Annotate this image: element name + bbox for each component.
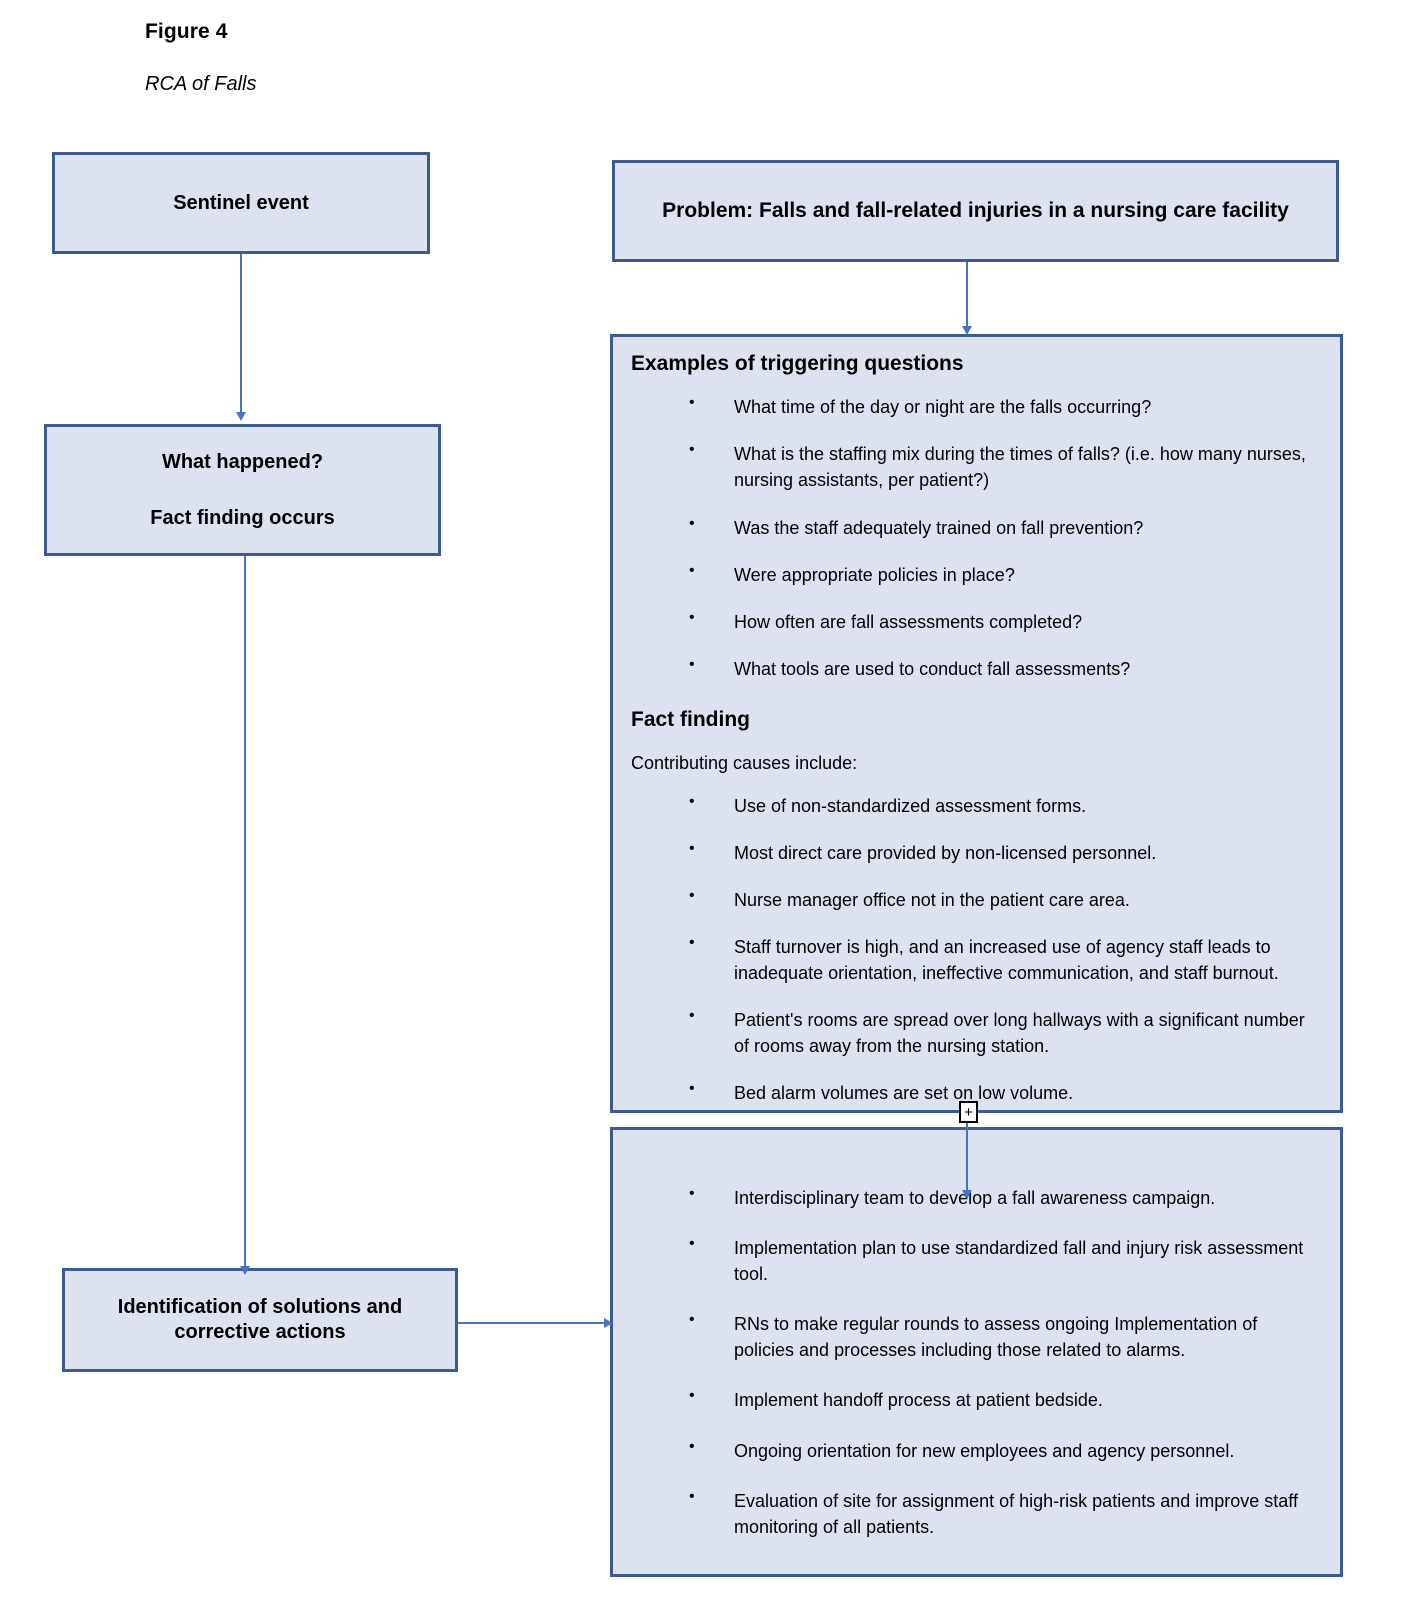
node-identification-line1: Identification of solutions and xyxy=(117,1296,403,1318)
list-item: Staff turnover is high, and an increased… xyxy=(631,931,1314,986)
plus-connector-icon: + xyxy=(959,1101,978,1123)
list-item: Most direct care provided by non-license… xyxy=(631,837,1314,866)
arrowhead-down-icon xyxy=(240,1266,250,1275)
connector-identification-to-actions xyxy=(458,1322,606,1324)
arrowhead-down-icon xyxy=(236,412,246,421)
connector-problem-to-examples xyxy=(966,262,968,328)
figure-caption: RCA of Falls xyxy=(145,73,257,95)
panel-corrective-actions-content: Interdisciplinary team to develop a fall… xyxy=(613,1130,1340,1574)
list-item: How often are fall assessments completed… xyxy=(631,606,1314,635)
panel-triggering-questions-and-fact-finding: Examples of triggering questions What ti… xyxy=(610,334,1343,1113)
arrowhead-down-icon xyxy=(962,326,972,335)
list-item: Was the staff adequately trained on fall… xyxy=(631,512,1314,541)
list-contributing-causes: Use of non-standardized assessment forms… xyxy=(631,790,1314,1107)
list-item: What tools are used to conduct fall asse… xyxy=(631,653,1314,682)
node-what-happened: What happened? Fact finding occurs xyxy=(44,424,441,556)
node-identification-of-solutions: Identification of solutions and correcti… xyxy=(62,1268,458,1372)
list-item: Patient's rooms are spread over long hal… xyxy=(631,1004,1314,1059)
panel-triggering-content: Examples of triggering questions What ti… xyxy=(613,337,1340,1110)
list-item: What is the staffing mix during the time… xyxy=(631,438,1314,493)
list-item: Implementation plan to use standardized … xyxy=(631,1232,1314,1287)
heading-fact-finding: Fact finding xyxy=(631,707,750,731)
text-contributing-causes-intro: Contributing causes include: xyxy=(631,753,858,774)
node-what-happened-line2: Fact finding occurs xyxy=(150,506,335,529)
list-item: Nurse manager office not in the patient … xyxy=(631,884,1314,913)
arrowhead-right-icon xyxy=(604,1318,613,1328)
node-problem-statement-label: Problem: Falls and fall-related injuries… xyxy=(662,199,1289,223)
list-item: Interdisciplinary team to develop a fall… xyxy=(631,1182,1314,1211)
node-sentinel-event-label: Sentinel event xyxy=(173,191,309,214)
list-item: What time of the day or night are the fa… xyxy=(631,391,1314,420)
arrowhead-down-icon xyxy=(962,1190,972,1199)
connector-sentinel-to-what-happened xyxy=(240,254,242,414)
list-item: Were appropriate policies in place? xyxy=(631,559,1314,588)
node-problem-statement: Problem: Falls and fall-related injuries… xyxy=(612,160,1339,262)
heading-triggering-questions: Examples of triggering questions xyxy=(631,352,964,375)
node-sentinel-event: Sentinel event xyxy=(52,152,430,254)
node-identification-line2: corrective actions xyxy=(174,1321,346,1343)
connector-examples-to-actions xyxy=(966,1122,968,1192)
list-triggering-questions: What time of the day or night are the fa… xyxy=(631,391,1314,682)
list-item: RNs to make regular rounds to assess ong… xyxy=(631,1308,1314,1363)
list-item: Bed alarm volumes are set on low volume. xyxy=(631,1077,1314,1106)
figure-number: Figure 4 xyxy=(145,20,228,43)
connector-what-happened-to-identification xyxy=(244,556,246,1268)
panel-corrective-actions: Interdisciplinary team to develop a fall… xyxy=(610,1127,1343,1577)
list-item: Evaluation of site for assignment of hig… xyxy=(631,1485,1314,1540)
list-item: Implement handoff process at patient bed… xyxy=(631,1384,1314,1413)
list-corrective-actions: Interdisciplinary team to develop a fall… xyxy=(631,1182,1314,1540)
node-what-happened-line1: What happened? xyxy=(161,450,324,473)
list-item: Use of non-standardized assessment forms… xyxy=(631,790,1314,819)
list-item: Ongoing orientation for new employees an… xyxy=(631,1435,1314,1464)
